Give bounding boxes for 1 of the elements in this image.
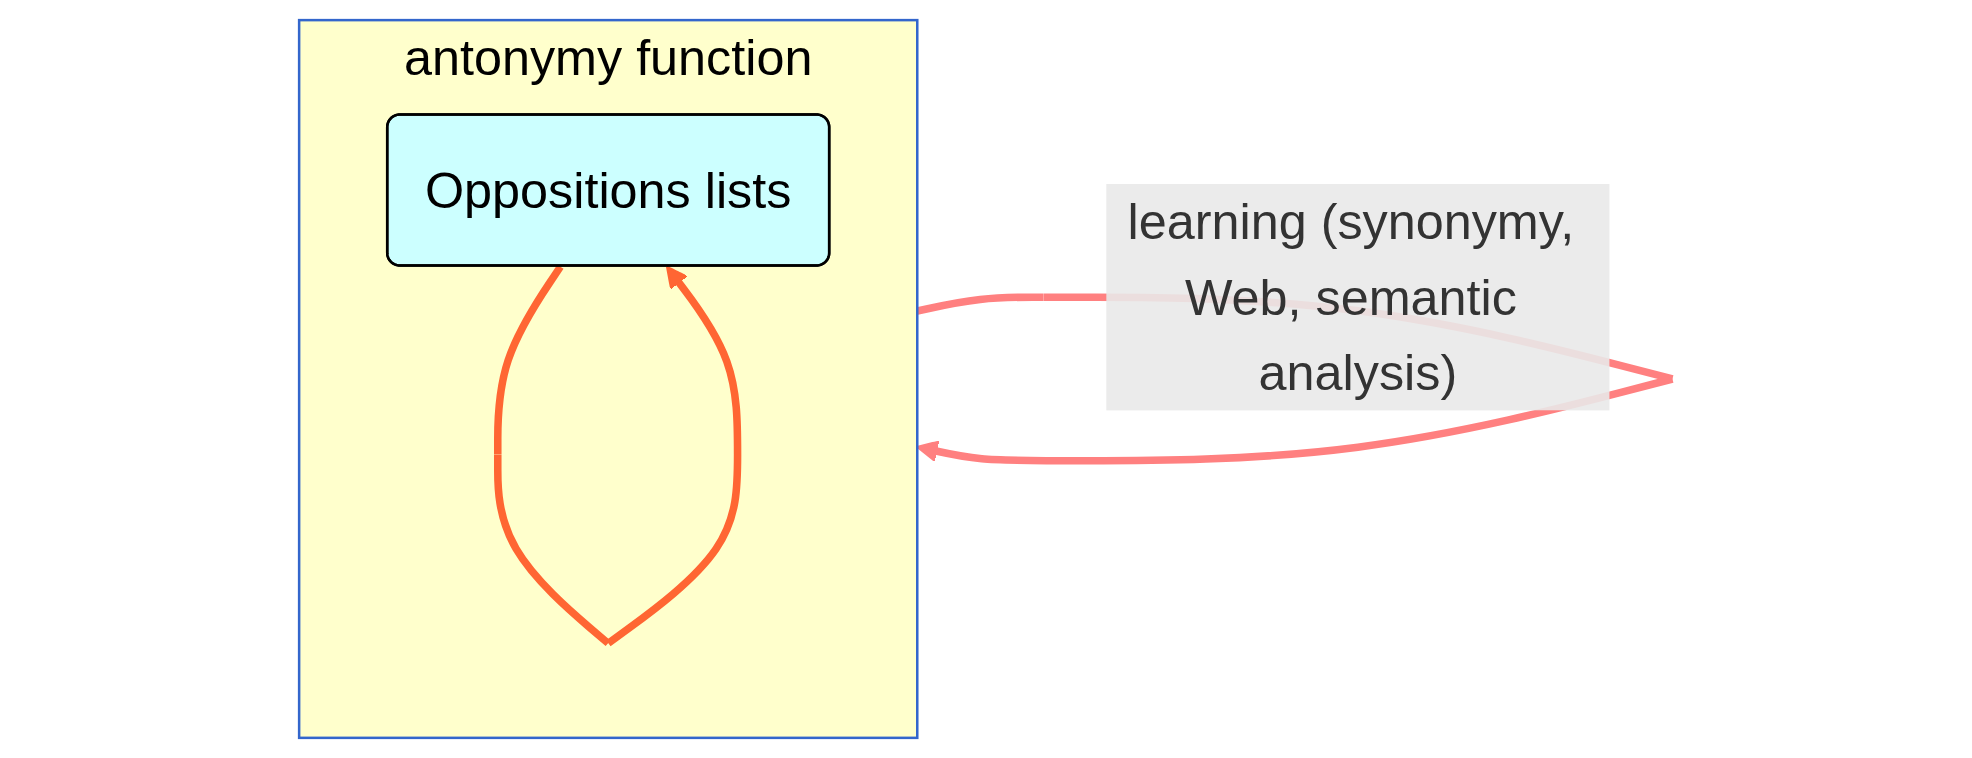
edge-label: learning (synonymy, Web, semantic analysis) [1127,194,1575,401]
